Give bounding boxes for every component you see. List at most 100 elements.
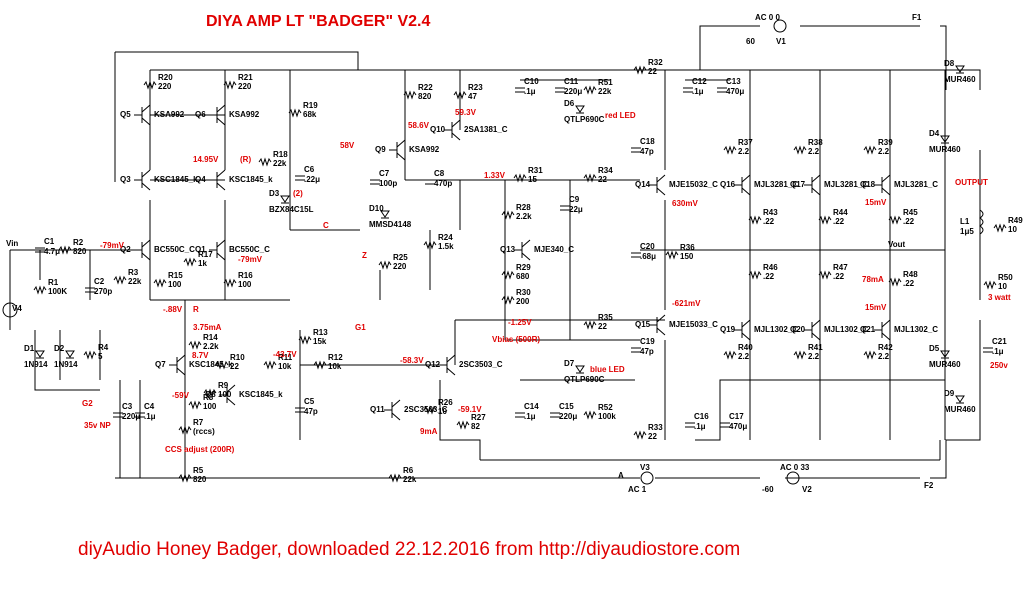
capacitor-c20: C20.68μ [631, 242, 656, 261]
resistor-ref: R8 [203, 393, 214, 402]
fuse-f2: F2 [924, 481, 934, 490]
resistor-value: 100k [598, 412, 616, 421]
transistor-ref: Q21 [860, 325, 876, 334]
transistor-ref: Q1 [195, 245, 206, 254]
resistor-zigzag-icon [258, 157, 272, 167]
transistor-ref: Q3 [120, 175, 131, 184]
resistor-zigzag-icon [456, 420, 470, 430]
resistor-ref: R29 [516, 263, 531, 272]
resistor-ref: R48 [903, 270, 918, 279]
capacitor-plates-icon [685, 422, 695, 428]
capacitor-value: 47p [304, 407, 318, 416]
capacitor-plates-icon [631, 252, 641, 258]
resistor-ref: R1 [48, 278, 59, 287]
resistor-ref: R42 [878, 343, 893, 352]
v1-value: 60 [746, 37, 755, 46]
capacitor-c14: C14.1μ [515, 402, 539, 421]
diode-ref: D7 [564, 359, 575, 368]
capacitor-plates-icon [295, 175, 305, 181]
resistor-ref: R16 [238, 271, 253, 280]
resistor-ref: R45 [903, 208, 918, 217]
v1-spec: AC 0 0 [755, 13, 780, 22]
resistor-value: 15k [313, 337, 327, 346]
transistor-q5: Q5 KSA992 [120, 104, 185, 126]
resistor-zigzag-icon [723, 350, 737, 360]
diode-ref: D10 [369, 204, 384, 213]
bjt-symbol-icon [649, 314, 666, 336]
resistor-zigzag-icon [513, 173, 527, 183]
transistor-part: MJE15033_C [669, 320, 718, 329]
resistor-zigzag-icon [403, 90, 417, 100]
capacitor-plates-icon [631, 347, 641, 353]
resistor-ref: R33 [648, 423, 663, 432]
resistor-value: 820 [418, 92, 432, 101]
resistor-ref: R51 [598, 78, 613, 87]
resistor-zigzag-icon [33, 285, 47, 295]
capacitor-value: 220μ [564, 87, 582, 96]
resistor-ref: R13 [313, 328, 328, 337]
annotation-v-583: -58.3V [400, 356, 424, 365]
capacitor-plates-icon [550, 412, 560, 418]
resistor-zigzag-icon [501, 270, 515, 280]
bjt-symbol-icon [804, 319, 821, 341]
transistor-part: MJL1302_C [824, 325, 868, 334]
bjt-symbol-icon [209, 239, 226, 261]
resistor-ref: R3 [128, 268, 139, 277]
resistor-r43: R43.22 [748, 208, 778, 226]
capacitor-ref: C9 [569, 195, 580, 204]
resistor-zigzag-icon [633, 430, 647, 440]
annotation-v-133: 1.33V [484, 171, 506, 180]
transistor-part: KSC1845_k [229, 175, 273, 184]
resistor-value: 22 [598, 322, 607, 331]
resistor-ref: R49 [1008, 216, 1023, 225]
diode-group: D11N914D21N914D3BZX84C15LD4MUR460D5MUR46… [24, 59, 976, 414]
diode-triangle-icon [575, 365, 585, 374]
resistor-ref: R6 [403, 466, 414, 475]
annotation-v-88: -.88V [163, 305, 183, 314]
capacitor-plates-icon [425, 179, 435, 185]
resistor-zigzag-icon [178, 473, 192, 483]
bjt-symbol-icon [439, 354, 456, 376]
bjt-symbol-icon [874, 174, 891, 196]
resistor-zigzag-icon [863, 145, 877, 155]
resistor-ref: R50 [998, 273, 1013, 282]
bjt-symbol-icon [134, 104, 151, 126]
transistor-part: KSA992 [154, 110, 185, 119]
capacitor-value: .1μ [992, 347, 1004, 356]
annotation-v-87: 8.7V [192, 351, 209, 360]
resistor-zigzag-icon [223, 80, 237, 90]
annotation-c-marker: C [323, 221, 329, 230]
capacitor-plates-icon [113, 412, 123, 418]
capacitor-plates-icon [515, 412, 525, 418]
transistor-ref: Q17 [790, 180, 806, 189]
resistor-r7: R7(rccs) [178, 418, 215, 436]
inductor-l1: L1 1μ5 [960, 209, 984, 236]
transistor-part: KSC1845_k [239, 390, 283, 399]
diode-ref: D4 [929, 129, 940, 138]
v1-name: V1 [776, 37, 786, 46]
capacitor-value: 47p [640, 347, 654, 356]
capacitor-plates-icon [135, 412, 145, 418]
l1-ref: L1 [960, 217, 970, 226]
transistor-ref: Q5 [120, 110, 131, 119]
resistor-zigzag-icon [183, 257, 197, 267]
resistor-ref: R22 [418, 83, 433, 92]
diode-part: MUR460 [929, 360, 961, 369]
